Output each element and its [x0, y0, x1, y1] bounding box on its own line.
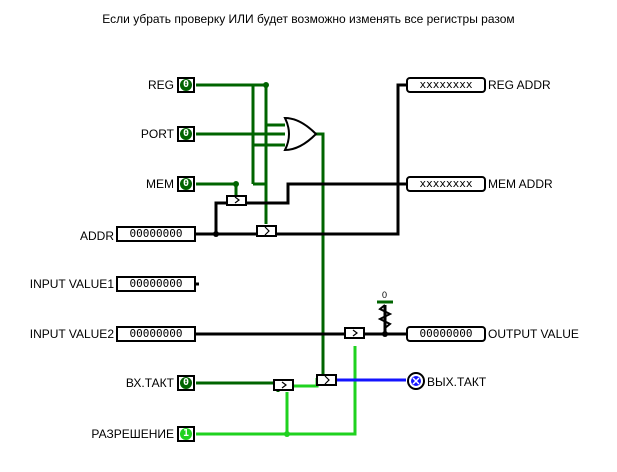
caption-title: Если убрать проверку ИЛИ будет возможно …: [102, 12, 515, 26]
wire-mem-addr: [246, 182, 406, 205]
wire-clock-in: [196, 381, 280, 392]
input-value2-label: INPUT VALUE2: [29, 327, 114, 341]
addr-label: ADDR: [79, 229, 114, 243]
enable-pin[interactable]: 1: [177, 426, 195, 442]
buffers: [226, 195, 365, 391]
wire-or-output: [315, 132, 325, 334]
junction-mem: [233, 181, 239, 187]
input-value1-pin[interactable]: 00000000: [116, 276, 196, 292]
junction-reg: [263, 82, 269, 88]
or-gate[interactable]: [283, 116, 318, 152]
enable-pin-value: 1: [180, 428, 192, 440]
wire-enable: [196, 346, 357, 436]
reg-addr-pin[interactable]: xxxxxxxx: [406, 77, 486, 93]
mem-pin-value: 0: [180, 178, 192, 190]
buffer-arrows: [234, 196, 358, 389]
wire-or-inputs: [264, 90, 285, 147]
clock-out-label: ВЫХ.ТАКТ: [427, 375, 487, 389]
clock-out-pin[interactable]: [407, 372, 425, 390]
gate-clock-and[interactable]: [273, 379, 294, 391]
mem-pin[interactable]: 0: [177, 176, 195, 192]
junction-output: [382, 331, 388, 337]
reg-addr-label: REG ADDR: [488, 78, 551, 92]
wire-reg-addr: [276, 83, 406, 236]
addr-pin[interactable]: 00000000: [116, 226, 196, 242]
reg-label: REG: [147, 78, 174, 92]
output-value-pin[interactable]: 00000000: [406, 326, 486, 342]
pulldown-label: 0: [382, 290, 388, 300]
wire-mem-or: [251, 143, 266, 184]
junctions: [213, 82, 388, 437]
port-pin-value: 0: [180, 128, 192, 140]
clock-in-label: ВХ.ТАКТ: [125, 376, 174, 390]
reg-pin-value: 0: [180, 79, 192, 91]
reg-pin[interactable]: 0: [177, 77, 195, 93]
buffer-clock[interactable]: [316, 374, 337, 386]
clock-in-pin[interactable]: 0: [177, 375, 195, 391]
clock-in-pin-value: 0: [180, 377, 192, 389]
wire-mem: [196, 182, 238, 196]
buffer-output-value[interactable]: [344, 327, 365, 339]
port-label: PORT: [140, 127, 174, 141]
input-value2-pin[interactable]: 00000000: [116, 326, 196, 342]
enable-label: РАЗРЕШЕНИЕ: [91, 427, 174, 441]
mem-addr-label: MEM ADDR: [488, 177, 553, 191]
buffer-reg-addr[interactable]: [256, 225, 277, 237]
wire-addr-branch: [214, 201, 227, 234]
junction-addr: [213, 231, 219, 237]
input-value1-label: INPUT VALUE1: [29, 277, 114, 291]
output-value-label: OUTPUT VALUE: [488, 327, 579, 341]
pulldown-resistor[interactable]: [377, 300, 393, 329]
buffer-mem-addr[interactable]: [226, 195, 247, 206]
mem-label: MEM: [146, 177, 174, 191]
junction-enable: [284, 431, 290, 437]
wire-and-out: [293, 378, 319, 388]
mem-addr-pin[interactable]: xxxxxxxx: [406, 176, 486, 192]
port-pin[interactable]: 0: [177, 126, 195, 142]
